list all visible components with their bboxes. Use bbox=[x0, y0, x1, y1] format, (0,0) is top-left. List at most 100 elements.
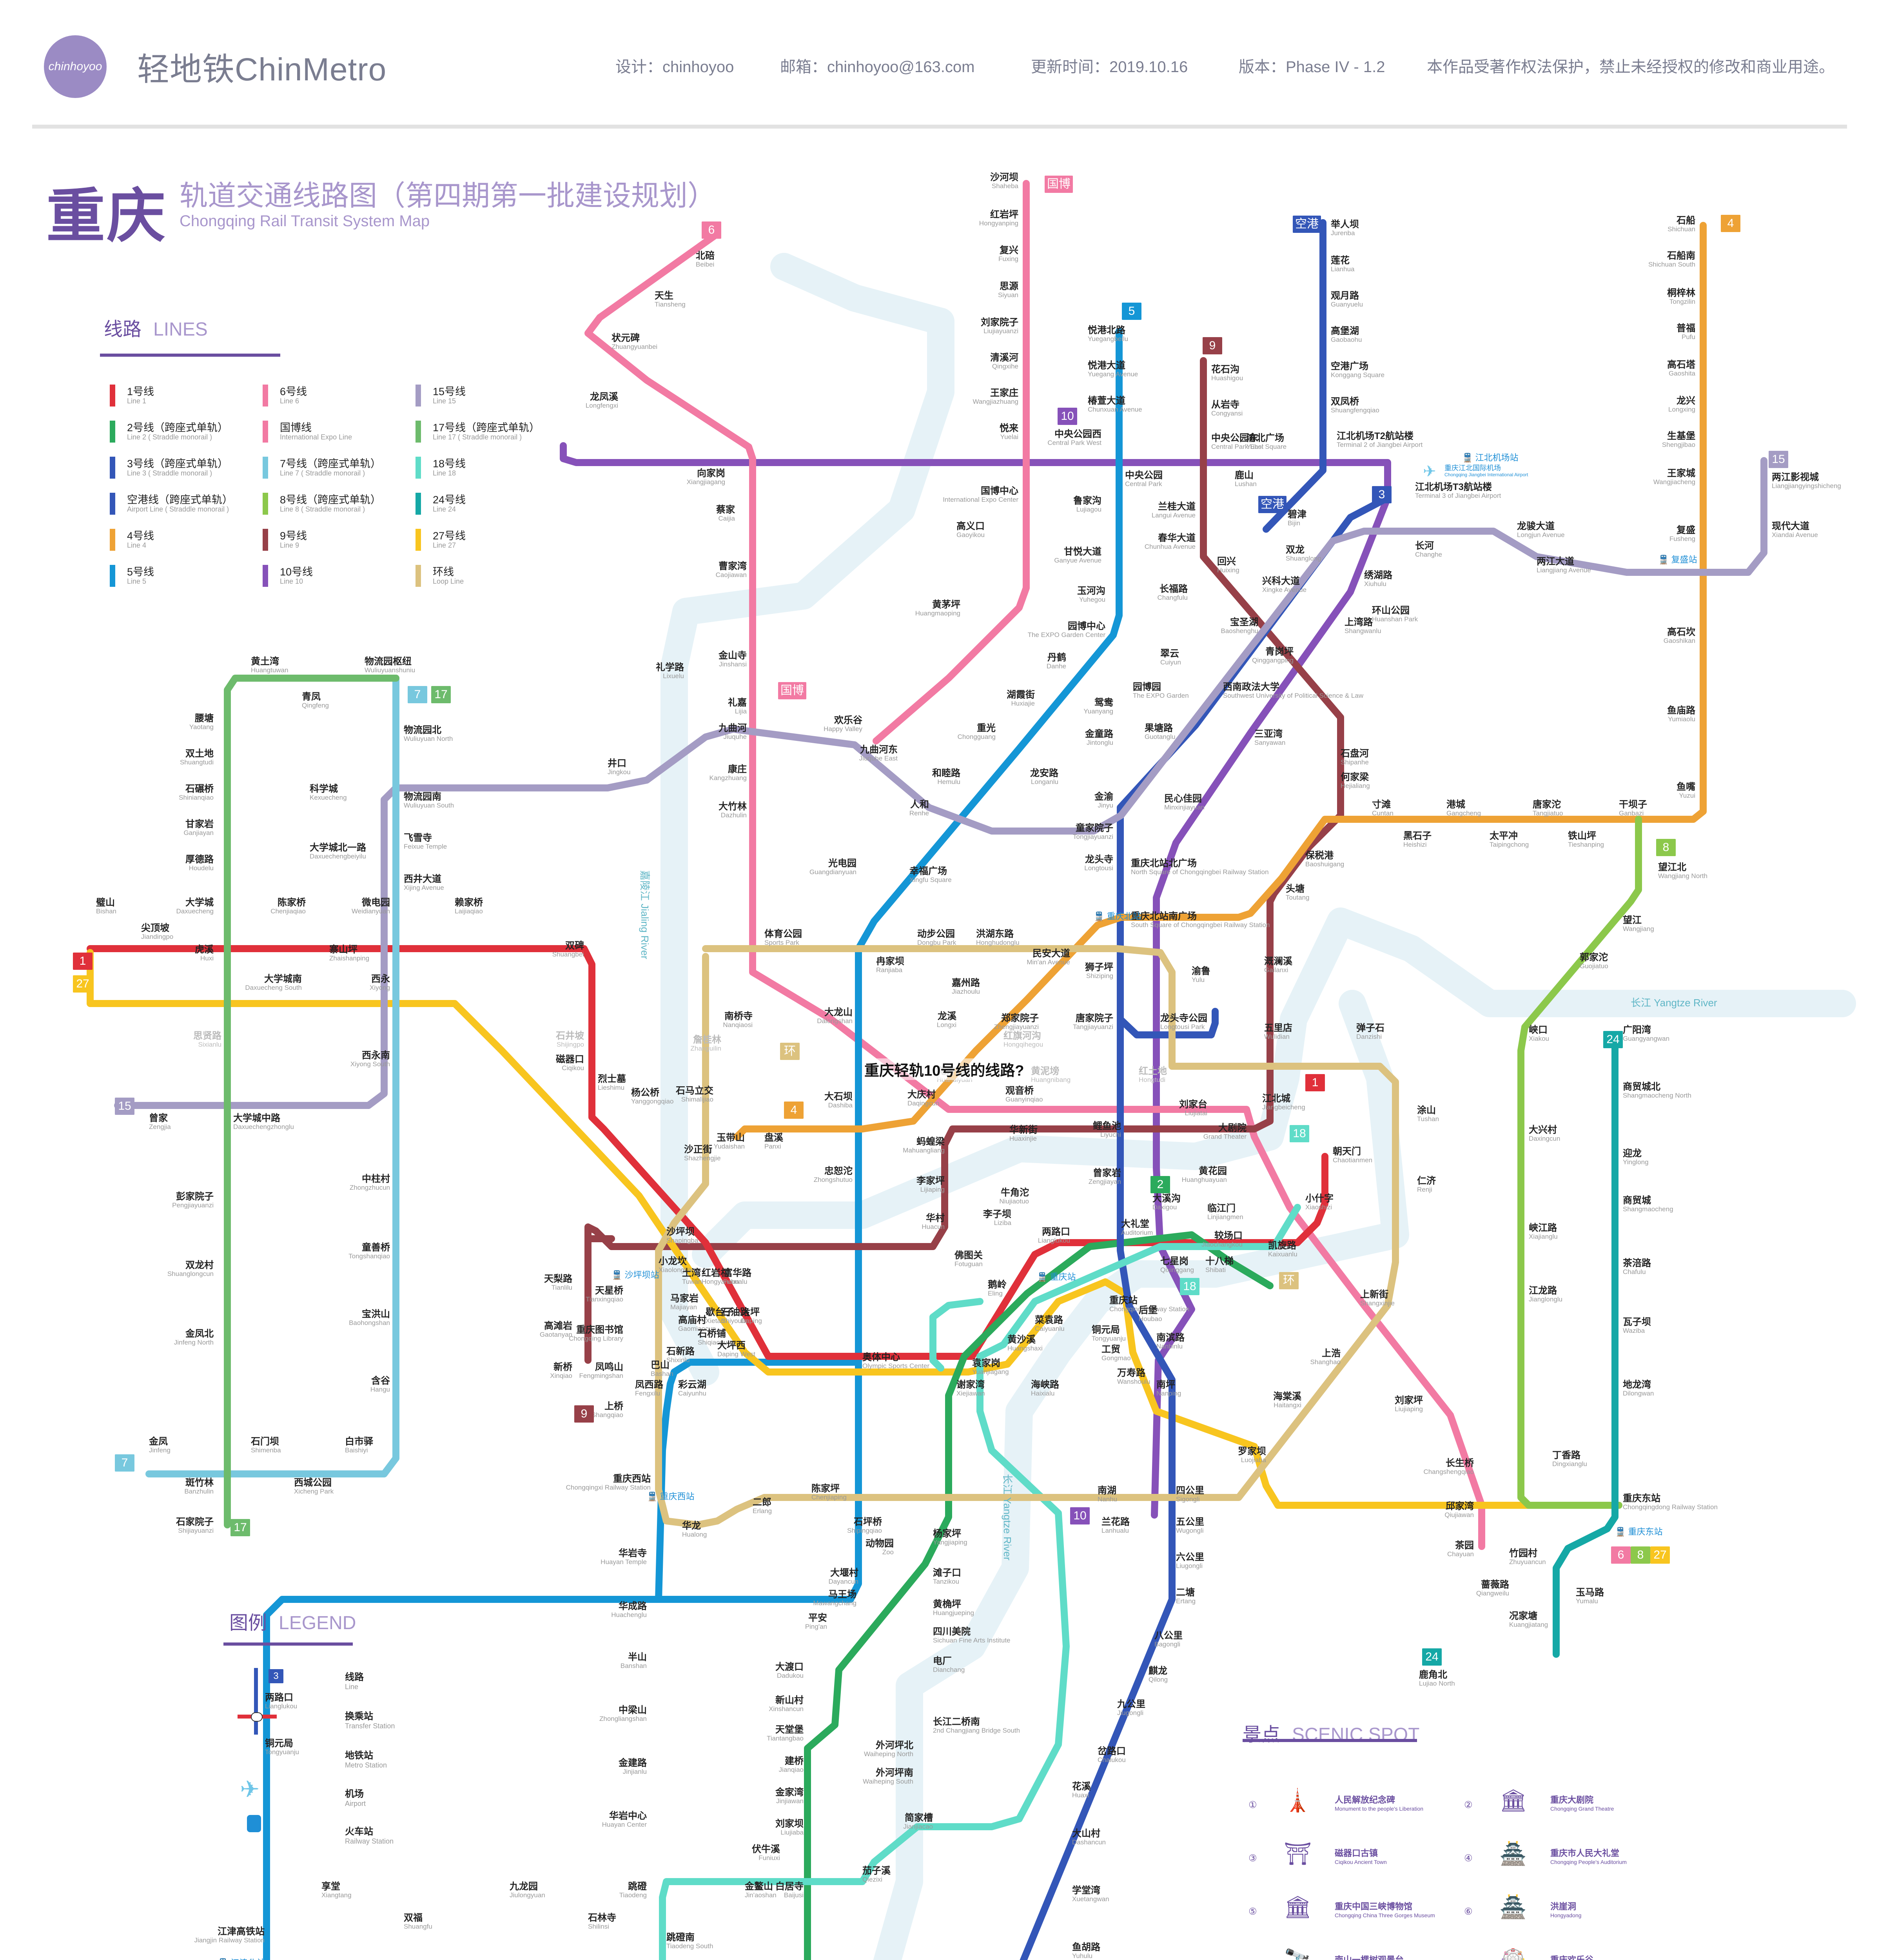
metro-line-line2[interactable] bbox=[804, 1231, 1274, 1960]
line-badge[interactable]: 8 bbox=[1656, 839, 1676, 856]
line-badge[interactable]: 4 bbox=[784, 1102, 804, 1119]
line-badge[interactable]: 17 bbox=[431, 686, 451, 703]
line-badge[interactable]: 3 bbox=[1372, 486, 1392, 503]
line-badge[interactable]: 1 bbox=[1305, 1074, 1325, 1091]
line-badge[interactable]: 15 bbox=[1769, 451, 1788, 468]
line-badge[interactable]: 17 bbox=[230, 1519, 250, 1536]
metro-line-line18b[interactable] bbox=[929, 1298, 983, 1372]
line-badge[interactable]: 27 bbox=[1650, 1546, 1670, 1564]
